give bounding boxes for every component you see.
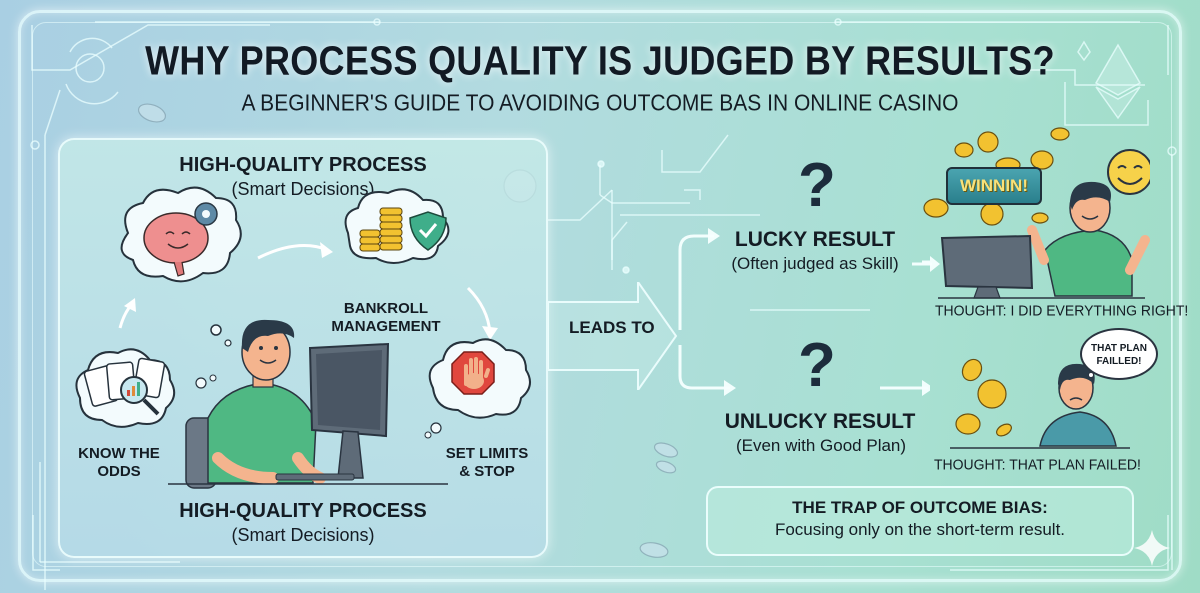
- unlucky-thought: THOUGHT: THAT PLAN FAILED!: [934, 455, 1141, 473]
- lucky-question-mark-icon: ?: [798, 151, 836, 220]
- trap-title: THE TRAP OF OUTCOME BIAS:: [792, 498, 1048, 517]
- leads-to-label: LEADS TO: [569, 318, 655, 337]
- unlucky-question-mark-icon: ?: [798, 331, 836, 400]
- person-at-computer-illustration: [168, 319, 448, 489]
- know-odds-line1: KNOW THE: [78, 445, 160, 462]
- stop-hand-icon: [428, 338, 531, 419]
- know-odds-line2: ODDS: [97, 463, 141, 480]
- lucky-result-title: LUCKY RESULT: [734, 228, 896, 251]
- sad-person-illustration: [950, 358, 1130, 449]
- trap-description: Focusing only on the short-term result.: [774, 520, 1066, 539]
- page-subtitle: A BEGINNER'S GUIDE TO AVOIDING OUTCOME B…: [241, 91, 959, 116]
- know-odds-label: KNOW THE ODDS: [64, 445, 174, 481]
- set-limits-line1: SET LIMITS: [445, 445, 529, 462]
- bankroll-label: BANKROLL MANAGEMENT: [316, 300, 456, 336]
- coins-shield-icon: [344, 188, 450, 264]
- process-illustration: [75, 186, 531, 489]
- thought-bubble: THAT PLAN FAILLED!: [1080, 328, 1158, 380]
- process-subtitle: (Smart Decisions): [231, 179, 375, 199]
- lucky-thought: THOUGHT: I DID EVERYTHING RIGHT!: [935, 301, 1189, 319]
- unlucky-result-title: UNLUCKY RESULT: [724, 410, 916, 433]
- cards-magnifier-icon: [75, 348, 176, 428]
- lucky-arrow: [912, 256, 940, 272]
- smiley-face-icon: [1107, 149, 1150, 195]
- set-limits-label: SET LIMITS & STOP: [432, 445, 542, 481]
- winning-person-illustration: [923, 127, 1150, 299]
- set-limits-line2: & STOP: [459, 463, 515, 480]
- bubble-line1: THAT PLAN: [1091, 343, 1147, 354]
- process-heading-bottom: HIGH-QUALITY PROCESS (Smart Decisions): [60, 500, 546, 546]
- branch-arrows: [678, 228, 930, 396]
- unlucky-result-subtitle: (Even with Good Plan): [735, 436, 907, 455]
- process-title: HIGH-QUALITY PROCESS: [179, 154, 427, 176]
- bankroll-label-line1: BANKROLL: [343, 300, 429, 317]
- page-title: WHY PROCESS QUALITY IS JUDGED BY RESULTS…: [145, 37, 1055, 84]
- winning-banner: WINNIN!: [946, 167, 1042, 205]
- bankroll-label-line2: MANAGEMENT: [331, 318, 441, 335]
- outcome-bias-callout: THE TRAP OF OUTCOME BIAS: Focusing only …: [706, 486, 1134, 556]
- process-subtitle-bottom: (Smart Decisions): [231, 525, 375, 545]
- process-heading-top: HIGH-QUALITY PROCESS (Smart Decisions): [60, 154, 546, 200]
- lucky-result-subtitle: (Often judged as Skill): [731, 254, 899, 273]
- brain-gear-icon: [120, 186, 242, 347]
- outer-frame: [18, 10, 1182, 582]
- bubble-line2: FAILLED!: [1096, 356, 1142, 367]
- process-title-bottom: HIGH-QUALITY PROCESS: [179, 500, 427, 522]
- leads-to-arrow: [548, 282, 678, 390]
